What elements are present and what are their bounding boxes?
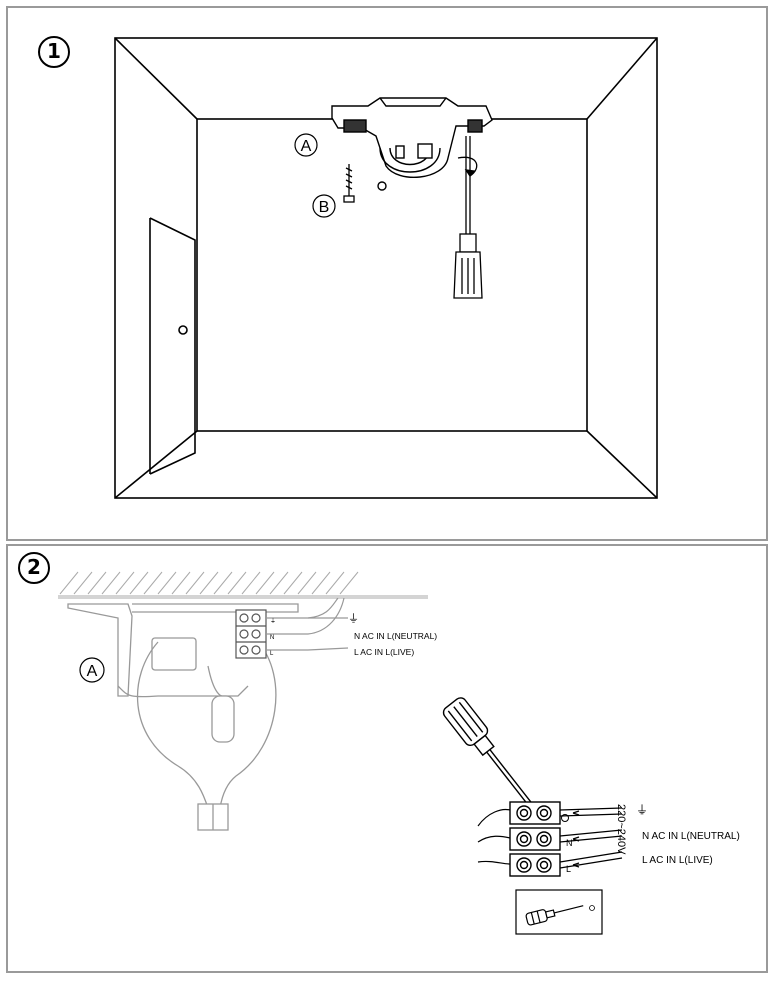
right-terminal-block: [509, 801, 561, 877]
screwdriver: [453, 136, 483, 299]
room-outer-frame: [114, 37, 658, 499]
driver-box: [151, 637, 197, 671]
screw-b: [343, 164, 355, 203]
step-2-panel: 2: [6, 544, 768, 973]
ceiling-hatch: [58, 571, 428, 599]
right-mark-n: N: [566, 838, 573, 848]
door-knob: [178, 325, 188, 335]
left-mark-n: N: [270, 635, 274, 641]
left-mark-l: L: [270, 651, 274, 657]
left-live-label: L AC IN L(LIVE): [354, 647, 414, 657]
right-neutral-label: N AC IN L(NEUTRAL): [642, 831, 740, 842]
label-a-callout: A: [294, 133, 318, 157]
step-1-badge: 1: [38, 36, 70, 68]
right-live-label: L AC IN L(LIVE): [642, 855, 713, 866]
door-outline: [149, 217, 196, 475]
step-2-badge: 2: [18, 552, 50, 584]
label-b-callout: B: [312, 194, 336, 218]
left-ground-symbol: ⏚: [348, 612, 359, 625]
connector-plug: [211, 695, 235, 743]
voltage-label: 220~240V: [615, 804, 627, 855]
screwdriver-inset: [515, 889, 603, 935]
right-ground-screw-icon: [561, 814, 569, 822]
left-mark-ground: ⏚: [270, 618, 276, 625]
label-a-text: A: [301, 138, 312, 155]
bracket-side-view: [67, 603, 299, 831]
label-b-text: B: [319, 199, 330, 216]
step-2-label-a-text: A: [87, 663, 98, 680]
right-mark-l: L: [566, 864, 571, 874]
left-supply-wires: [266, 597, 349, 651]
right-wires: [477, 807, 623, 869]
left-terminal-block: [235, 609, 267, 659]
left-neutral-label: N AC IN L(NEUTRAL): [354, 631, 437, 641]
step-1-number: 1: [47, 39, 61, 63]
right-ground-symbol: ⏚: [636, 803, 648, 817]
step-2-label-a-callout: A: [79, 657, 105, 683]
mounting-bracket: [331, 97, 493, 191]
wiring-drawing: ⏚ N AC IN L(NEUTRAL) L AC IN L(LIVE) ⏚ N…: [58, 571, 740, 935]
room-ceiling-drawing: A B: [114, 37, 658, 499]
step-1-panel: 1: [6, 6, 768, 541]
step-2-number: 2: [27, 555, 41, 579]
